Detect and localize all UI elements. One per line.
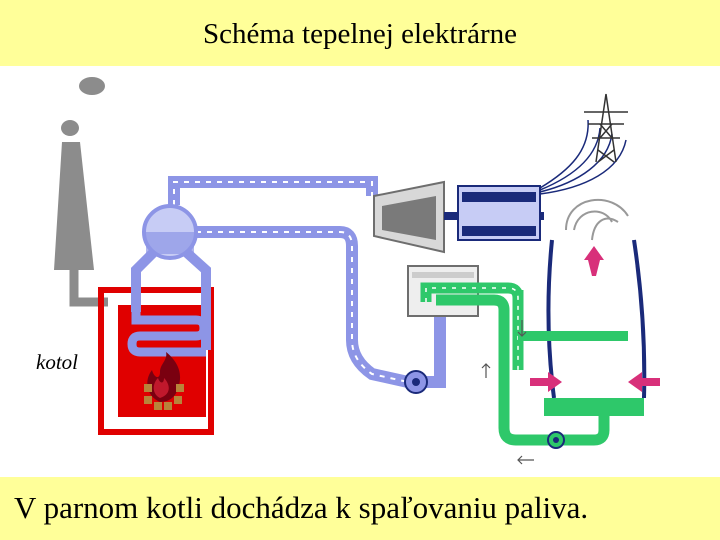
power-pylon-icon [584,93,628,163]
steam-turbine [373,180,445,254]
arrow-icon [481,320,534,465]
generator [457,185,541,241]
boiler-label: kotol [36,350,78,374]
page-title: Schéma tepelnej elektrárne [202,18,517,50]
condenser-return-line [424,314,446,388]
pump-icon [547,431,565,449]
title-bar [0,0,720,66]
caption-text: V parnom kotli dochádza k spaľovaniu pal… [14,490,589,525]
chimney [54,142,94,270]
flame-icon [147,352,181,402]
cooling-tower [546,199,647,399]
transmission-wires [539,119,627,195]
boiler-coil [127,312,209,357]
smoke-puff-large [79,77,105,95]
boiler-highlight-frame [98,287,214,435]
tower-basin [544,398,644,416]
pump-icon [404,370,428,394]
chimney-flue [69,270,108,307]
drum-riser-left [131,248,158,312]
fuel-blocks [144,384,184,410]
arrow-icon [530,246,660,392]
feedwater-line [196,226,410,388]
caption-bar [0,477,720,540]
power-plant-diagram [54,77,660,465]
smoke-puff-small [61,120,79,136]
steam-line-top [168,176,378,205]
cooling-water-return [436,294,610,446]
